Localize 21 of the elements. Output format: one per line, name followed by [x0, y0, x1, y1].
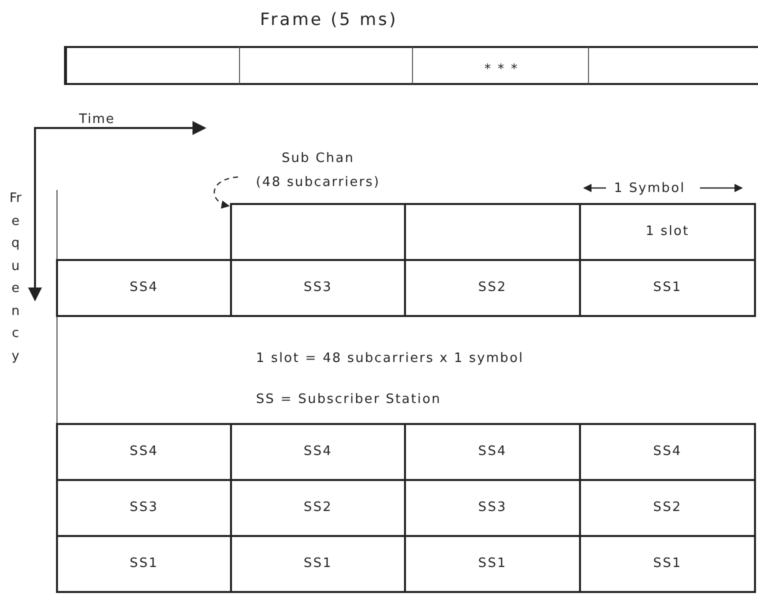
frame-cell	[64, 46, 241, 85]
axis-label: Time	[79, 111, 115, 129]
slot-cell: SS1	[579, 259, 756, 317]
slot-cell: SS1	[56, 535, 232, 593]
frame-cell	[588, 46, 758, 85]
axis-label: Frequency	[9, 190, 22, 366]
slot-cell: SS4	[56, 259, 232, 317]
diagram-title: Frame (5 ms)	[260, 9, 398, 32]
slot-cell: SS1	[579, 535, 756, 593]
note-text: 1 slot = 48 subcarriers x 1 symbol	[256, 350, 524, 368]
slot-cell	[230, 203, 406, 261]
dimension-label: 1 Symbol	[614, 180, 686, 198]
frame-cell: * * *	[412, 46, 590, 85]
slot-cell: SS4	[579, 423, 756, 481]
note-text: SS = Subscriber Station	[256, 391, 442, 409]
frame-cell	[239, 46, 414, 85]
label-text: (48 subcarriers)	[256, 174, 380, 192]
dashed-arrow	[214, 176, 238, 208]
slot-cell: SS4	[56, 423, 232, 481]
label-text: Sub Chan	[282, 150, 354, 168]
slot-cell: 1 slot	[579, 203, 756, 261]
